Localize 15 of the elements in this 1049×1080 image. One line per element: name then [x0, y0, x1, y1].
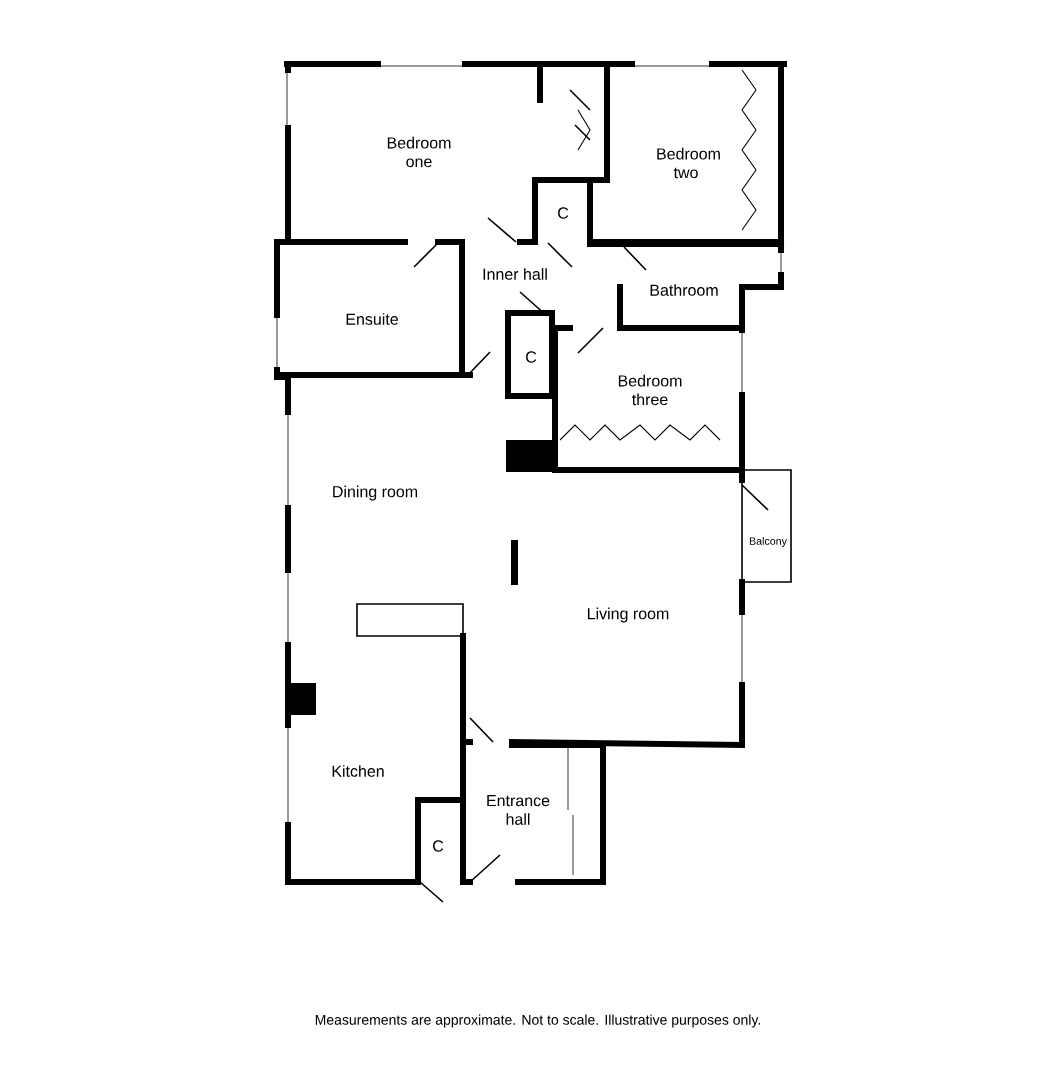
room-label: Bedroom three [618, 374, 682, 406]
room-label: Living room [587, 607, 669, 623]
room-label: Ensuite [346, 313, 398, 325]
room-label: Inner hall [483, 268, 547, 280]
room-label: Bathroom [650, 284, 718, 296]
room-label: Kitchen [332, 765, 384, 777]
room-label: Bedroom one [387, 136, 451, 168]
room-label: C [558, 207, 569, 219]
room-label: C [526, 351, 537, 363]
room-label: Balcony [749, 537, 787, 547]
caption: Measurements are approximate. Not to scale. Illustrative purposes only. [315, 1014, 760, 1028]
room-label: Entrance hall [487, 795, 550, 825]
room-label: Bedroom two [657, 147, 720, 179]
room-label: C [433, 840, 444, 852]
room-label: Dining room [333, 485, 418, 501]
